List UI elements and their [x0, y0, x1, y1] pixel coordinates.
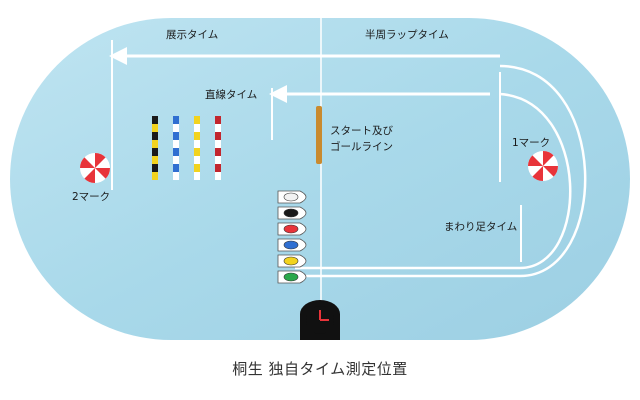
pole-segment — [152, 140, 158, 148]
pole-segment — [173, 140, 179, 148]
boat-4 — [277, 238, 307, 252]
pole-segment — [194, 124, 200, 132]
pole-segment — [215, 140, 221, 148]
pole-segment — [215, 172, 221, 180]
pole-segment — [173, 116, 179, 124]
pole-segment — [194, 132, 200, 140]
pole-segment — [215, 164, 221, 172]
pole-segment — [152, 124, 158, 132]
pole-segment — [173, 124, 179, 132]
pole-segment — [173, 148, 179, 156]
pole-segment — [194, 164, 200, 172]
pole-segment — [173, 132, 179, 140]
pole-segment — [194, 172, 200, 180]
boat-lineup — [277, 190, 307, 284]
buoy-1-mark — [528, 151, 558, 181]
boat-1 — [277, 190, 307, 204]
pole-segment — [152, 172, 158, 180]
pole-segment — [152, 148, 158, 156]
pole-segment — [152, 116, 158, 124]
course-poles — [152, 116, 221, 180]
pole-segment — [173, 164, 179, 172]
label-mark-1: 1マーク — [512, 137, 550, 149]
label-turn-time: まわり足タイム — [444, 221, 517, 233]
pole-segment — [215, 156, 221, 164]
pole-segment — [215, 116, 221, 124]
pole-segment — [194, 156, 200, 164]
buoy-2-mark — [80, 153, 110, 183]
pole-segment — [173, 156, 179, 164]
label-straight-time: 直線タイム — [205, 88, 257, 101]
label-start-line-1: スタート及び — [330, 125, 393, 137]
label-half-lap-time: 半周ラップタイム — [365, 28, 449, 41]
boat-6 — [277, 270, 307, 284]
label-exhibition-time: 展示タイム — [166, 29, 218, 41]
pole-segment — [173, 172, 179, 180]
pole-segment — [194, 140, 200, 148]
pole-segment — [215, 148, 221, 156]
pole-segment — [215, 124, 221, 132]
pole-segment — [152, 164, 158, 172]
water-area — [10, 18, 630, 340]
course-path-inner — [295, 92, 572, 270]
course-path-outer — [295, 64, 587, 278]
boat-2 — [277, 206, 307, 220]
clock-icon — [300, 300, 340, 340]
boat-5 — [277, 254, 307, 268]
boat-3 — [277, 222, 307, 236]
label-mark-2: 2マーク — [72, 191, 110, 203]
caption: 桐生 独自タイム測定位置 — [232, 360, 408, 378]
pole-segment — [194, 148, 200, 156]
pole-segment — [152, 156, 158, 164]
pole-segment — [152, 132, 158, 140]
start-line-bar — [316, 106, 322, 164]
pole-segment — [194, 116, 200, 124]
pole-segment — [215, 132, 221, 140]
label-start-line-2: ゴールライン — [330, 140, 393, 153]
